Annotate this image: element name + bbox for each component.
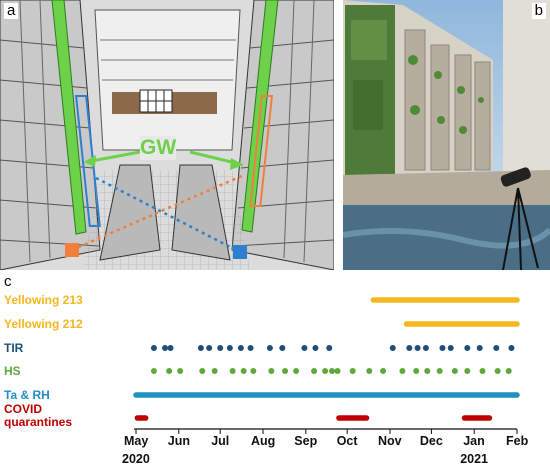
photo-parapet (343, 170, 550, 215)
dot-tir-6 (226, 345, 233, 351)
dot-tir-1 (161, 345, 168, 351)
dot-tir-0 (150, 345, 157, 351)
panel-label-b: b (531, 3, 546, 19)
dot-hs-9 (282, 368, 289, 374)
row-label-tir: TIR (4, 341, 24, 355)
tick-label-1: Jun (167, 434, 191, 448)
dot-hs-6 (240, 368, 247, 374)
green-wall-photo-svg (343, 0, 550, 270)
dot-hs-4 (211, 368, 218, 374)
dot-tir-2 (167, 345, 174, 351)
panel-b-photo: b (343, 0, 550, 270)
tick-label-0: May (124, 434, 149, 448)
sight-line-orange (71, 173, 245, 252)
photo-camera (500, 167, 531, 187)
dot-hs-13 (329, 368, 336, 374)
tick-label-7: Dec (419, 434, 443, 448)
dot-hs-24 (479, 368, 486, 374)
dot-tir-7 (237, 345, 244, 351)
photo-right-building (503, 0, 550, 175)
dot-tir-16 (414, 345, 421, 351)
row-label-yellowing-213: Yellowing 213 (4, 293, 83, 307)
dot-tir-14 (389, 345, 396, 351)
measurement-area-orange (249, 95, 274, 207)
panel-label-a: a (4, 3, 19, 19)
tick-label-8: Jan (463, 434, 485, 448)
dot-tir-5 (217, 345, 224, 351)
row-label-ta-rh: Ta & RH (4, 388, 50, 402)
dot-hs-8 (268, 368, 275, 374)
dot-tir-17 (422, 345, 429, 351)
dot-hs-15 (349, 368, 356, 374)
dot-hs-2 (177, 368, 184, 374)
row-label-yellowing-212: Yellowing 212 (4, 317, 83, 331)
year-label-1: 2021 (460, 452, 489, 466)
panel-a-model-render: GW a (0, 0, 334, 270)
sight-line-blue (95, 176, 241, 254)
dot-hs-0 (150, 368, 157, 374)
dot-tir-8 (247, 345, 254, 351)
dot-tir-19 (447, 345, 454, 351)
dot-hs-5 (229, 368, 236, 374)
dot-hs-17 (380, 368, 387, 374)
dot-hs-14 (334, 368, 341, 374)
tick-label-5: Oct (336, 434, 358, 448)
tick-label-2: Jul (211, 434, 230, 448)
dot-tir-3 (197, 345, 204, 351)
dot-hs-11 (311, 368, 318, 374)
dot-tir-12 (312, 345, 319, 351)
dot-tir-4 (206, 345, 213, 351)
year-label-0: 2020 (122, 452, 150, 466)
dot-hs-10 (293, 368, 300, 374)
gw-annotation: GW (140, 136, 177, 160)
dot-tir-13 (326, 345, 333, 351)
dot-hs-18 (399, 368, 406, 374)
dot-hs-1 (166, 368, 173, 374)
dot-hs-20 (424, 368, 431, 374)
tick-label-6: Nov (378, 434, 402, 448)
sensor-blue (233, 245, 247, 259)
dot-tir-22 (493, 345, 500, 351)
dot-hs-7 (250, 368, 257, 374)
tick-label-9: Feb (506, 434, 529, 448)
dot-tir-21 (476, 345, 483, 351)
building-model-svg (0, 0, 334, 270)
tick-label-4: Sep (294, 434, 318, 448)
dot-hs-25 (494, 368, 501, 374)
dot-hs-21 (436, 368, 443, 374)
dot-hs-16 (366, 368, 373, 374)
dot-hs-26 (505, 368, 512, 374)
green-wall-left (51, 0, 87, 235)
dot-tir-10 (279, 345, 286, 351)
dot-hs-12 (322, 368, 329, 374)
dot-tir-9 (266, 345, 273, 351)
dot-tir-15 (406, 345, 413, 351)
dot-tir-20 (464, 345, 471, 351)
row-label-covid-quarantines: COVID quarantines (4, 402, 73, 429)
panel-label-c: c (4, 273, 12, 290)
dot-tir-23 (508, 345, 515, 351)
dot-hs-19 (413, 368, 420, 374)
row-label-hs: HS (4, 364, 21, 378)
dot-hs-22 (451, 368, 458, 374)
tick-label-3: Aug (251, 434, 276, 448)
dot-tir-11 (301, 345, 308, 351)
dot-hs-23 (464, 368, 471, 374)
dot-tir-18 (439, 345, 446, 351)
sensor-orange (65, 243, 79, 257)
dot-hs-3 (199, 368, 206, 374)
